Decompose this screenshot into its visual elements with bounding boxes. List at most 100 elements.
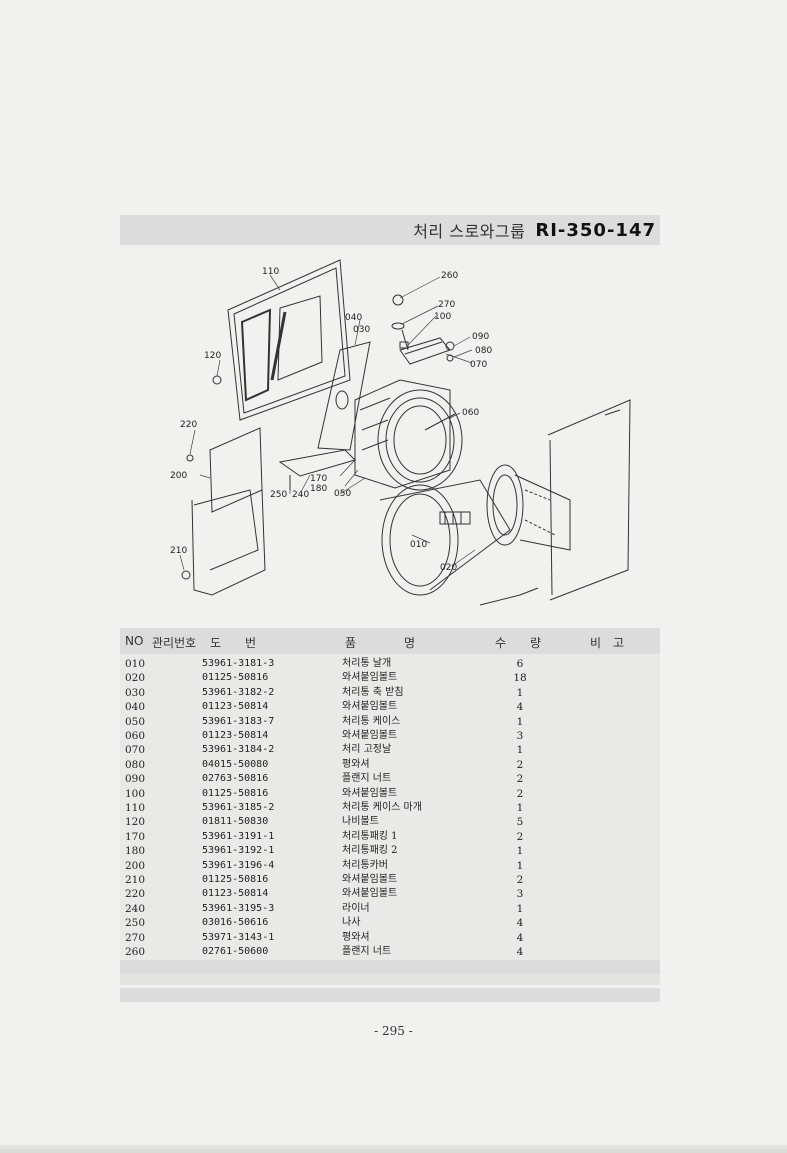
table-row: 010 53961-3181-3 처리통 날개 6 [120,657,660,671]
quantity: 1 [516,802,524,814]
col-drawing-number: 도 번 [210,636,257,650]
quantity: 3 [516,888,524,901]
part-name: 와셔붙임볼트 [342,730,398,741]
quantity: 1 [516,902,524,915]
drawing-number: 01123-50814 [202,701,269,713]
callout-210: 210 [170,546,187,556]
drawing-number: 01123-50814 [202,888,269,900]
callout-250: 250 [270,490,287,500]
part-name: 처리통패킹 2 [342,845,398,857]
part-name: 와셔붙임볼트 [342,701,398,713]
drawing-number: 53961-3183-7 [202,715,275,727]
col-remarks: 비 고 [590,636,625,650]
table-bottom-band [120,988,660,1002]
callout-060: 060 [462,408,479,418]
table-end-band [120,960,660,974]
table-row: 170 53961-3191-1 처리통패킹 1 2 [120,830,660,844]
drawing-number: 03016-50616 [202,917,269,929]
callout-070: 070 [470,360,487,370]
quantity: 2 [516,758,524,771]
part-name: 와셔붙임볼트 [342,874,398,885]
title-bar: 처리 스로와그룹 RI-350-147 [120,215,660,245]
part-number: 200 [125,859,146,872]
part-number: 010 [125,658,146,670]
page-edge [0,1145,787,1153]
quantity: 1 [516,859,524,872]
table-spacer-row [120,974,660,985]
callout-170: 170 [310,474,327,484]
exploded-parts-diagram: 110 260 270 100 040 030 090 080 070 120 … [170,259,631,606]
quantity: 1 [516,686,524,699]
parts-table-header: NO 관리번호 도 번 품 명 수 량 비 고 [120,628,660,654]
part-name: 처리통패킹 1 [342,830,398,842]
wing-bolt-120 [212,375,222,385]
drawing-number: 53961-3184-2 [202,744,275,756]
thrower-case-050 [354,379,463,491]
group-code: RI-350-147 [535,219,656,241]
quantity: 4 [516,946,524,958]
table-row: 200 53961-3196-4 처리통카버 1 [120,859,660,873]
drawing-number: 53961-3185-2 [202,802,275,813]
drawing-number: 53971-3143-1 [202,931,275,943]
drawing-number: 01125-50816 [202,874,269,885]
part-number: 270 [125,931,146,944]
bolt-060 [424,413,456,431]
part-name: 처리통 케이스 [342,715,401,727]
drawing-number: 01811-50830 [202,816,269,828]
quantity: 2 [516,830,524,843]
callout-110: 110 [262,267,279,277]
part-name: 처리통카버 [342,859,388,871]
part-name: 평와셔 [342,758,370,770]
quantity: 4 [516,931,524,944]
part-number: 110 [125,802,146,814]
drawing-number: 53961-3192-1 [202,845,275,857]
quantity: 18 [513,672,527,685]
drawing-number: 53961-3196-4 [202,859,275,871]
part-number: 020 [125,672,146,685]
col-mgmt-number: 관리번호 [152,636,197,650]
drawing-number: 53961-3181-3 [202,658,275,669]
part-number: 170 [125,830,146,843]
callout-220: 220 [180,420,197,430]
part-name: 나비볼트 [342,816,379,828]
thrower-cover-200 [191,427,266,596]
quantity: 2 [516,787,524,800]
part-number: 120 [125,816,146,829]
callout-240: 240 [292,490,309,500]
quantity: 4 [516,917,524,930]
part-number: 100 [125,787,146,800]
impeller-010 [379,479,511,596]
part-number: 250 [125,917,146,930]
part-name: 라이너 [342,902,370,914]
cover-panel-110 [227,259,351,421]
col-quantity: 수 량 [495,636,542,650]
part-name: 처리통 날개 [342,658,392,669]
callout-020: 020 [440,563,457,573]
group-title: 처리 스로와그룹 [413,222,526,241]
drawing-number: 53961-3191-1 [202,830,275,842]
drawing-number: 02763-50816 [202,773,269,785]
callout-030: 030 [353,325,370,335]
drawing-number: 53961-3195-3 [202,902,275,914]
quantity: 2 [516,773,524,786]
callout-260: 260 [441,271,458,281]
part-number: 080 [125,758,146,771]
part-number: 030 [125,686,146,699]
drawing-number: 02761-50600 [202,946,269,957]
part-number: 050 [125,715,146,728]
hardware-260-270-100 [391,294,409,351]
col-no: NO [125,634,144,648]
machine-frame [479,399,631,606]
quantity: 6 [516,658,524,670]
callout-090: 090 [472,332,489,342]
quantity: 1 [516,744,524,757]
